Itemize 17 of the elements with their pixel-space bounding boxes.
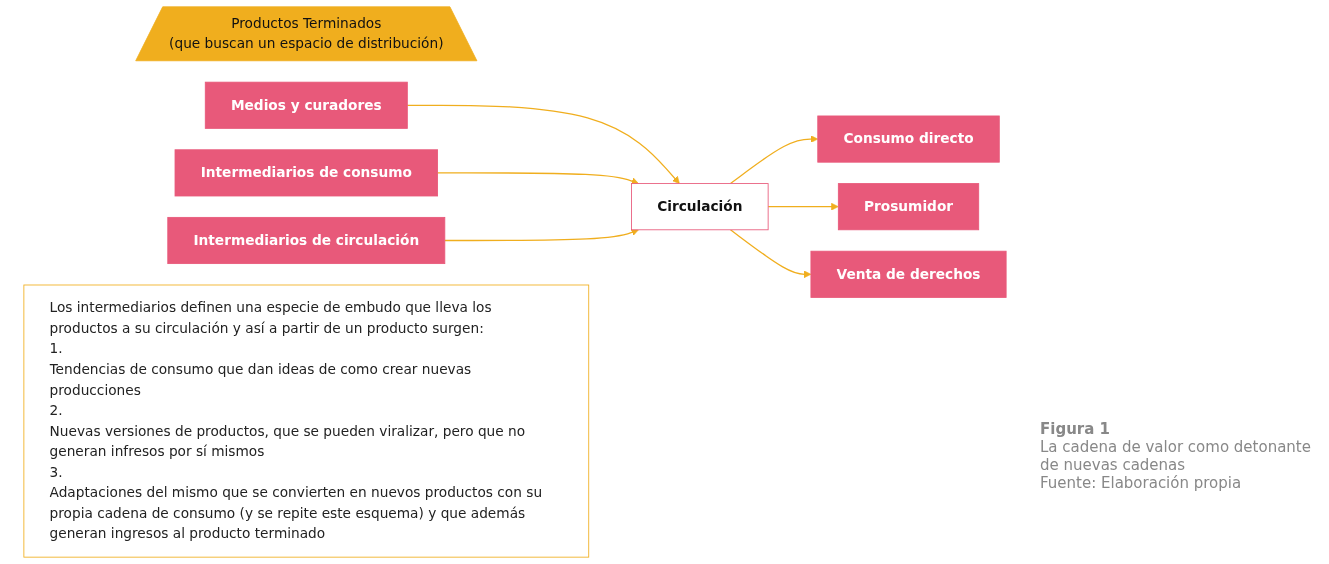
node-box: Intermediarios de circulación <box>167 216 446 265</box>
arrow <box>729 135 819 185</box>
arrow <box>406 104 680 184</box>
node-box: Intermediarios de consumo <box>174 149 438 197</box>
node-box: Circulación <box>631 183 769 231</box>
node-box: Prosumidor <box>837 183 980 231</box>
figure-number: Figura 1 <box>1040 420 1111 438</box>
arrow <box>767 202 839 211</box>
node-box: Venta de derechos <box>810 250 1007 298</box>
caption-text: La cadena de valor como detonante de nuevas cadenas <box>1040 438 1312 474</box>
arrow <box>729 229 812 279</box>
node-box: Los intermediarios definen una especie de embudo que lleva los productos a su circulación y así a partir de un producto surgen: 1. Tendencias de consumo que dan ideas de como crear nuevas producciones 2. Nuevas versiones de productos, que se pueden viralizar, pero que no generan infresos por sí mismos 3. Adaptaciones del mismo que se convierten en nuevos productos con su propia cadena de consumo (y se repite este esquema) y que además generan ingresos al producto terminado <box>23 284 590 558</box>
node-box: Medios y curadores <box>204 81 408 129</box>
arrow <box>436 172 639 185</box>
node-box: Consumo directo <box>817 115 1000 163</box>
caption-text: Fuente: Elaboración propia <box>1040 474 1243 492</box>
arrow <box>444 228 639 242</box>
